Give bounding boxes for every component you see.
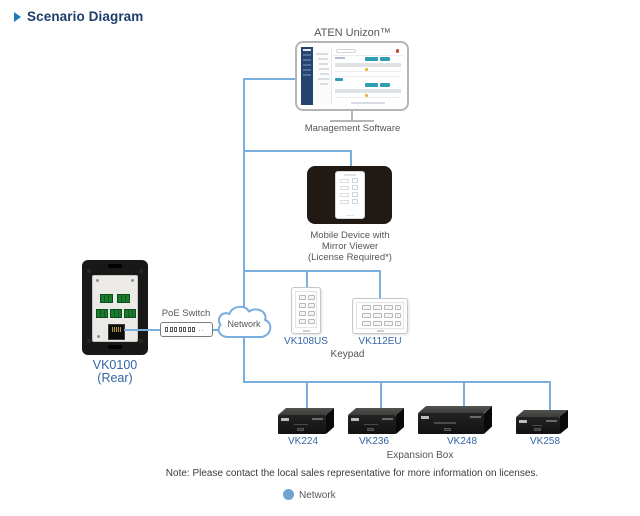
management-monitor: [295, 41, 409, 111]
expansion-box-vk224: [278, 408, 334, 434]
unizon-alert-icon: [395, 49, 399, 53]
vk0100-view-label: (Rear): [97, 371, 133, 385]
connector-drop-vk108us: [306, 270, 308, 288]
expansion-box-vk258: [516, 410, 568, 434]
poe-switch-label: PoE Switch: [161, 308, 211, 319]
vk236-label: VK236: [358, 436, 390, 447]
connector-to-mobile-horizontal: [243, 150, 352, 152]
expansion-box-caption: Expansion Box: [386, 450, 454, 461]
aten-logo: [351, 418, 359, 421]
connector-trunk-vertical: [243, 78, 245, 383]
expansion-box-vk236: [348, 408, 404, 434]
connector-drop-vk248: [463, 381, 465, 407]
mobile-caption-line2: Mirror Viewer: [321, 241, 379, 252]
cloud-network-label: Network: [227, 319, 261, 329]
vk0100-label: VK0100: [92, 358, 138, 372]
monitor-stand: [351, 111, 353, 120]
connector-to-mobile-vertical: [350, 150, 352, 167]
terminal-block: [96, 309, 108, 318]
aten-logo: [519, 420, 527, 423]
unizon-main-panel: [333, 47, 403, 105]
aten-logo: [281, 418, 289, 421]
legend-network-label: Network: [299, 490, 336, 501]
terminal-block: [110, 309, 122, 318]
legend-network-dot-icon: [283, 489, 294, 500]
network-cloud-icon: [213, 302, 275, 344]
rj45-port: [108, 324, 125, 340]
keypad-vk112eu: [352, 298, 408, 334]
unizon-sidebar: [301, 47, 313, 105]
aten-logo: [421, 416, 429, 419]
mobile-caption-line3: (License Required*): [308, 252, 392, 263]
terminal-block: [117, 294, 130, 303]
terminal-block: [100, 294, 113, 303]
mobile-phone-screen: [334, 171, 365, 219]
mobile-device: [307, 166, 392, 224]
connector-to-monitor: [243, 78, 296, 80]
vk0100-plate: [92, 275, 138, 342]
mobile-caption-line1: Mobile Device with: [310, 230, 390, 241]
vk224-label: VK224: [287, 436, 319, 447]
expansion-box-vk248: [418, 406, 492, 434]
connector-drop-vk236: [380, 381, 382, 409]
keypad-caption: Keypad: [330, 349, 365, 360]
management-software-caption: Management Software: [304, 123, 401, 134]
connector-drop-vk258: [549, 381, 551, 411]
connector-keypad-horizontal: [243, 270, 381, 272]
unizon-screen: [301, 47, 403, 105]
vk0100-device: [82, 260, 148, 355]
keypad-vk108us: [291, 287, 321, 334]
poe-switch: ..: [160, 322, 213, 337]
connector-drop-vk112eu: [379, 270, 381, 299]
keypad-vk108us-label: VK108US: [284, 336, 328, 347]
vk248-label: VK248: [446, 436, 478, 447]
unizon-tree-panel: [313, 47, 332, 105]
connector-drop-vk224: [306, 381, 308, 409]
terminal-block: [124, 309, 136, 318]
license-note: Note: Please contact the local sales rep…: [165, 468, 539, 479]
triangle-right-icon: [14, 11, 21, 22]
page-title-row: Scenario Diagram: [14, 9, 143, 24]
monitor-stand-base: [330, 120, 374, 122]
unizon-search-pill: [336, 49, 356, 53]
vk258-label: VK258: [529, 436, 561, 447]
page-title: Scenario Diagram: [27, 9, 144, 24]
connector-expansion-horizontal: [243, 381, 551, 383]
keypad-vk112eu-label: VK112EU: [358, 336, 402, 347]
unizon-title: ATEN Unizon™: [314, 27, 391, 39]
